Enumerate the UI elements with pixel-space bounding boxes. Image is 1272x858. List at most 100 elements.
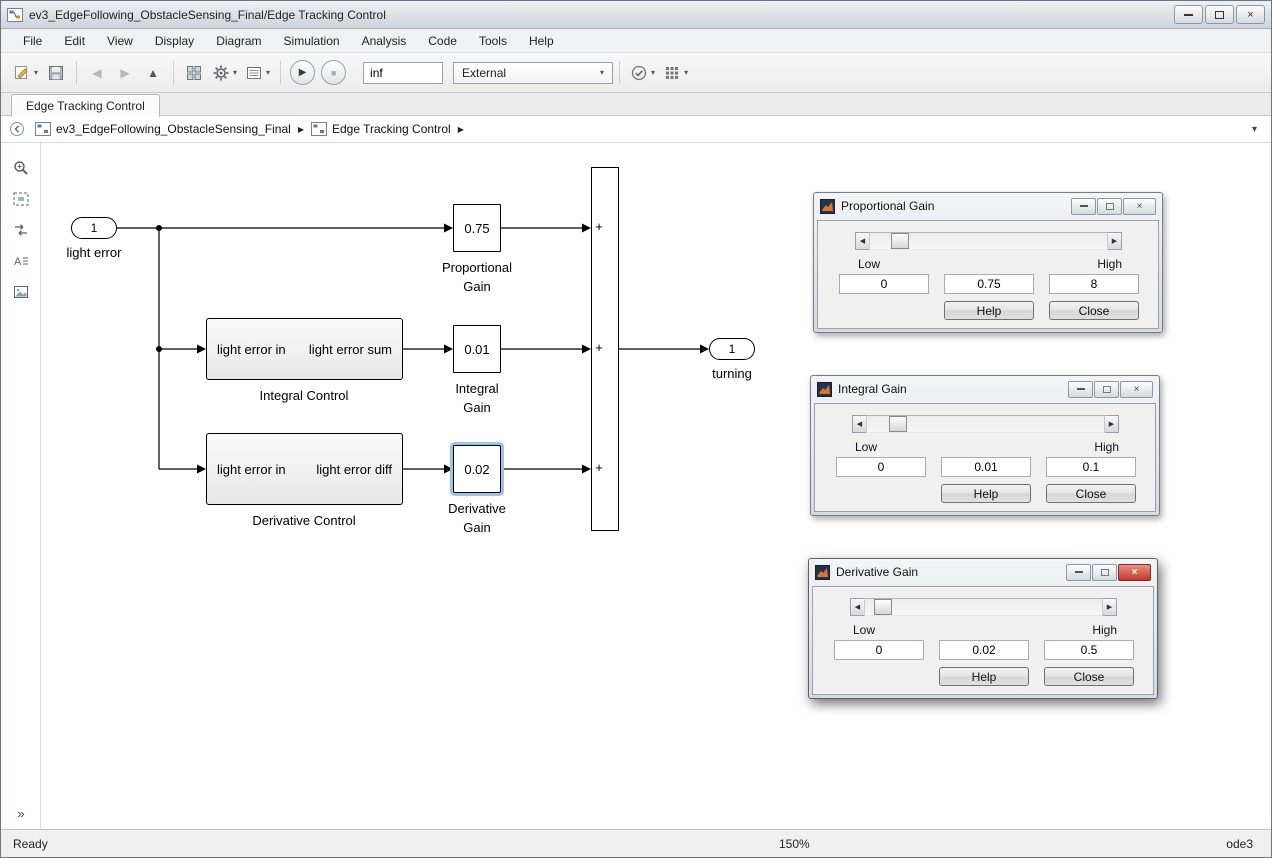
arrows-icon	[14, 224, 27, 236]
close-dialog-button[interactable]: Close	[1049, 301, 1139, 320]
close-button[interactable]: ×	[1236, 5, 1265, 24]
signal-line-igain-to-sum[interactable]	[501, 344, 591, 354]
tab-edge-tracking-control[interactable]: Edge Tracking Control	[11, 94, 160, 117]
dialog-close-button[interactable]: ×	[1123, 197, 1156, 215]
current-value-field[interactable]	[941, 457, 1031, 477]
integral-control-subsystem[interactable]: light error in light error sum	[206, 318, 403, 380]
dialog-title-bar[interactable]: Integral Gain ×	[811, 376, 1159, 402]
solver-name[interactable]: ode3	[1226, 836, 1253, 851]
hide-explorer-bar-button[interactable]	[7, 119, 27, 139]
signal-line-inport-to-pgain[interactable]	[117, 223, 453, 233]
model-configuration-button[interactable]: ▾	[209, 60, 240, 86]
slider-right-arrow[interactable]: ▶	[1102, 598, 1117, 616]
sum-block[interactable]	[591, 167, 619, 531]
simulation-mode-select[interactable]: External ▾	[453, 61, 614, 84]
menu-help[interactable]: Help	[528, 33, 554, 48]
dialog-maximize-button[interactable]	[1092, 563, 1117, 581]
menu-edit[interactable]: Edit	[64, 33, 86, 48]
slider-left-arrow[interactable]: ◀	[852, 415, 867, 433]
tab-label: Edge Tracking Control	[26, 99, 145, 113]
zoom-button[interactable]	[10, 157, 32, 179]
slider-right-arrow[interactable]: ▶	[1107, 232, 1122, 250]
signal-line-dgain-to-sum[interactable]	[501, 464, 591, 474]
slider-left-arrow[interactable]: ◀	[855, 232, 870, 250]
signal-line-sum-to-outport[interactable]	[619, 344, 709, 354]
new-model-button[interactable]: ▾	[10, 60, 41, 86]
high-value-field[interactable]	[1046, 457, 1136, 477]
menu-simulation[interactable]: Simulation	[283, 33, 340, 48]
breadcrumb-current[interactable]: Edge Tracking Control	[310, 122, 451, 136]
breadcrumb-dropdown-icon[interactable]: ▾	[1251, 123, 1257, 135]
help-button[interactable]: Help	[939, 667, 1029, 686]
model-settings-list-button[interactable]: ▾	[242, 60, 273, 86]
slider-track[interactable]	[864, 598, 1103, 616]
image-button[interactable]	[10, 281, 32, 303]
derivative-control-subsystem[interactable]: light error in light error diff	[206, 433, 403, 505]
breadcrumb-root[interactable]: ev3_EdgeFollowing_ObstacleSensing_Final	[35, 122, 291, 136]
dialog-title-bar[interactable]: Proportional Gain ×	[814, 193, 1162, 219]
low-value-field[interactable]	[836, 457, 926, 477]
close-dialog-button[interactable]: Close	[1044, 667, 1134, 686]
slider-track[interactable]	[866, 415, 1105, 433]
menu-display[interactable]: Display	[154, 33, 195, 48]
current-value-field[interactable]	[939, 640, 1029, 660]
up-to-parent-button[interactable]: ▲	[140, 60, 166, 86]
main-toolbar: ▾ ◀ ▶ ▲	[1, 53, 1271, 93]
high-value-field[interactable]	[1044, 640, 1134, 660]
signal-line-derivative-to-dgain[interactable]	[403, 464, 453, 474]
fit-to-view-button[interactable]	[10, 188, 32, 210]
direction-button[interactable]	[10, 219, 32, 241]
signal-line-integral-to-igain[interactable]	[403, 344, 453, 354]
inport-block[interactable]: 1	[71, 217, 117, 239]
slider-left-arrow[interactable]: ◀	[850, 598, 865, 616]
model-data-grid-button[interactable]: ▾	[660, 60, 691, 86]
proportional-gain-block[interactable]: 0.75	[453, 204, 501, 252]
dialog-minimize-button[interactable]	[1068, 380, 1093, 398]
slider-thumb[interactable]	[890, 233, 909, 249]
menu-view[interactable]: View	[107, 33, 133, 48]
show-more-icon[interactable]: »	[17, 806, 25, 821]
maximize-button[interactable]	[1205, 5, 1234, 24]
signal-line-to-integral[interactable]	[159, 344, 206, 354]
dialog-minimize-button[interactable]	[1066, 563, 1091, 581]
annotation-button[interactable]: A	[10, 250, 32, 272]
help-button[interactable]: Help	[941, 484, 1031, 503]
minimize-button[interactable]	[1174, 5, 1203, 24]
integral-gain-block[interactable]: 0.01	[453, 325, 501, 373]
dialog-title-bar[interactable]: Derivative Gain ×	[809, 559, 1157, 585]
slider-thumb[interactable]	[873, 599, 892, 615]
save-button[interactable]	[43, 60, 69, 86]
low-value-field[interactable]	[839, 274, 929, 294]
outport-block[interactable]: 1	[709, 338, 755, 360]
dialog-close-button[interactable]: ×	[1120, 380, 1153, 398]
menu-code[interactable]: Code	[428, 33, 457, 48]
matlab-icon	[820, 198, 835, 214]
slider-track[interactable]	[869, 232, 1108, 250]
dialog-maximize-button[interactable]	[1094, 380, 1119, 398]
run-button[interactable]: ▶	[290, 60, 316, 85]
current-value-field[interactable]	[944, 274, 1034, 294]
menu-analysis[interactable]: Analysis	[361, 33, 407, 48]
library-browser-button[interactable]	[181, 60, 207, 86]
simulation-stop-time-input[interactable]	[363, 61, 444, 84]
help-button[interactable]: Help	[944, 301, 1034, 320]
dialog-minimize-button[interactable]	[1071, 197, 1096, 215]
menu-file[interactable]: File	[23, 33, 43, 48]
model-advisor-button[interactable]: ▾	[627, 60, 658, 86]
dialog-maximize-button[interactable]	[1097, 197, 1122, 215]
menu-tools[interactable]: Tools	[478, 33, 507, 48]
dialog-close-button[interactable]: ×	[1118, 563, 1151, 581]
menu-diagram[interactable]: Diagram	[216, 33, 262, 48]
slider-right-arrow[interactable]: ▶	[1104, 415, 1119, 433]
signal-line-pgain-to-sum[interactable]	[501, 223, 591, 233]
high-value-field[interactable]	[1049, 274, 1139, 294]
signal-line-to-derivative[interactable]	[159, 464, 206, 474]
close-dialog-button[interactable]: Close	[1046, 484, 1136, 503]
stop-button[interactable]: ■	[321, 60, 347, 85]
low-value-field[interactable]	[834, 640, 924, 660]
derivative-gain-block[interactable]: 0.02	[453, 445, 501, 493]
forward-button[interactable]: ▶	[112, 60, 138, 86]
back-button[interactable]: ◀	[84, 60, 110, 86]
signal-branch-vertical[interactable]	[156, 225, 162, 469]
slider-thumb[interactable]	[888, 416, 907, 432]
